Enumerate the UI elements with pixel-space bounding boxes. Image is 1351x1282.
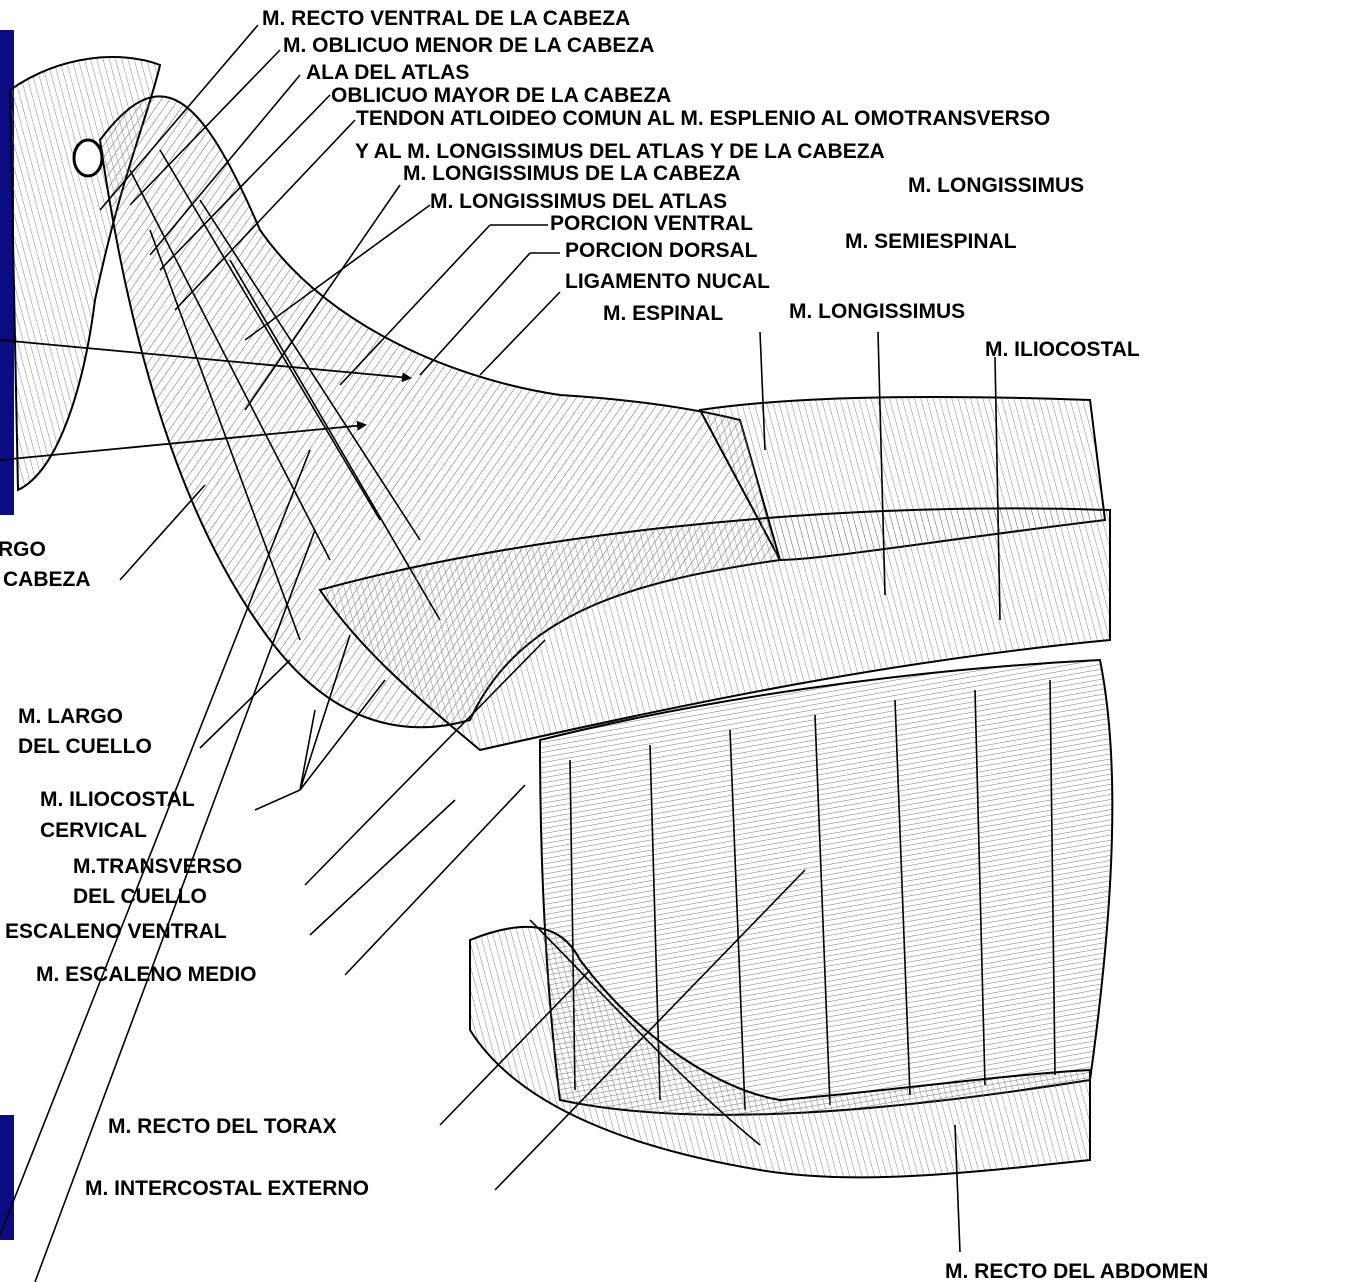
- label-longissimus-cabeza: M. LONGISSIMUS DE LA CABEZA: [403, 162, 741, 185]
- label-tendon-atloideo-line2: Y AL M. LONGISSIMUS DEL ATLAS Y DE LA CA…: [355, 140, 885, 163]
- label-iliocostal: M. ILIOCOSTAL: [985, 338, 1140, 361]
- label-iliocostal-cervical-line2: CERVICAL: [40, 819, 147, 842]
- label-recto-abdomen: M. RECTO DEL ABDOMEN: [945, 1260, 1208, 1282]
- label-largo-cabeza-line2: CABEZA: [3, 568, 91, 591]
- label-tendon-atloideo-line1: TENDON ATLOIDEO COMUN AL M. ESPLENIO AL …: [356, 107, 1050, 130]
- label-largo-cuello-line2: DEL CUELLO: [18, 735, 152, 758]
- label-ligamento-nucal: LIGAMENTO NUCAL: [565, 270, 770, 293]
- label-oblicuo-mayor-cabeza: OBLICUO MAYOR DE LA CABEZA: [331, 84, 671, 107]
- label-espinal: M. ESPINAL: [603, 302, 723, 325]
- label-intercostal-externo: M. INTERCOSTAL EXTERNO: [85, 1177, 369, 1200]
- label-recto-torax: M. RECTO DEL TORAX: [108, 1115, 337, 1138]
- label-transverso-cuello-line2: DEL CUELLO: [73, 885, 207, 908]
- label-iliocostal-cervical-line1: M. ILIOCOSTAL: [40, 788, 195, 811]
- label-largo-cabeza-line1: RGO: [0, 538, 46, 561]
- label-recto-ventral-cabeza: M. RECTO VENTRAL DE LA CABEZA: [262, 7, 630, 30]
- label-oblicuo-menor-cabeza: M. OBLICUO MENOR DE LA CABEZA: [283, 34, 654, 57]
- label-porcion-dorsal: PORCION DORSAL: [565, 239, 758, 262]
- label-escaleno-medio: M. ESCALENO MEDIO: [36, 963, 257, 986]
- label-largo-cuello-line1: M. LARGO: [18, 705, 123, 728]
- label-porcion-ventral: PORCION VENTRAL: [550, 212, 753, 235]
- label-longissimus: M. LONGISSIMUS: [789, 300, 965, 323]
- label-semiespinal: M. SEMIESPINAL: [845, 230, 1017, 253]
- label-longissimus-group: M. LONGISSIMUS: [908, 174, 1084, 197]
- label-escaleno-ventral: ESCALENO VENTRAL: [5, 920, 227, 943]
- label-transverso-cuello-line1: M.TRANSVERSO: [73, 855, 242, 878]
- label-ala-atlas: ALA DEL ATLAS: [306, 61, 469, 84]
- label-longissimus-atlas: M. LONGISSIMUS DEL ATLAS: [430, 190, 727, 213]
